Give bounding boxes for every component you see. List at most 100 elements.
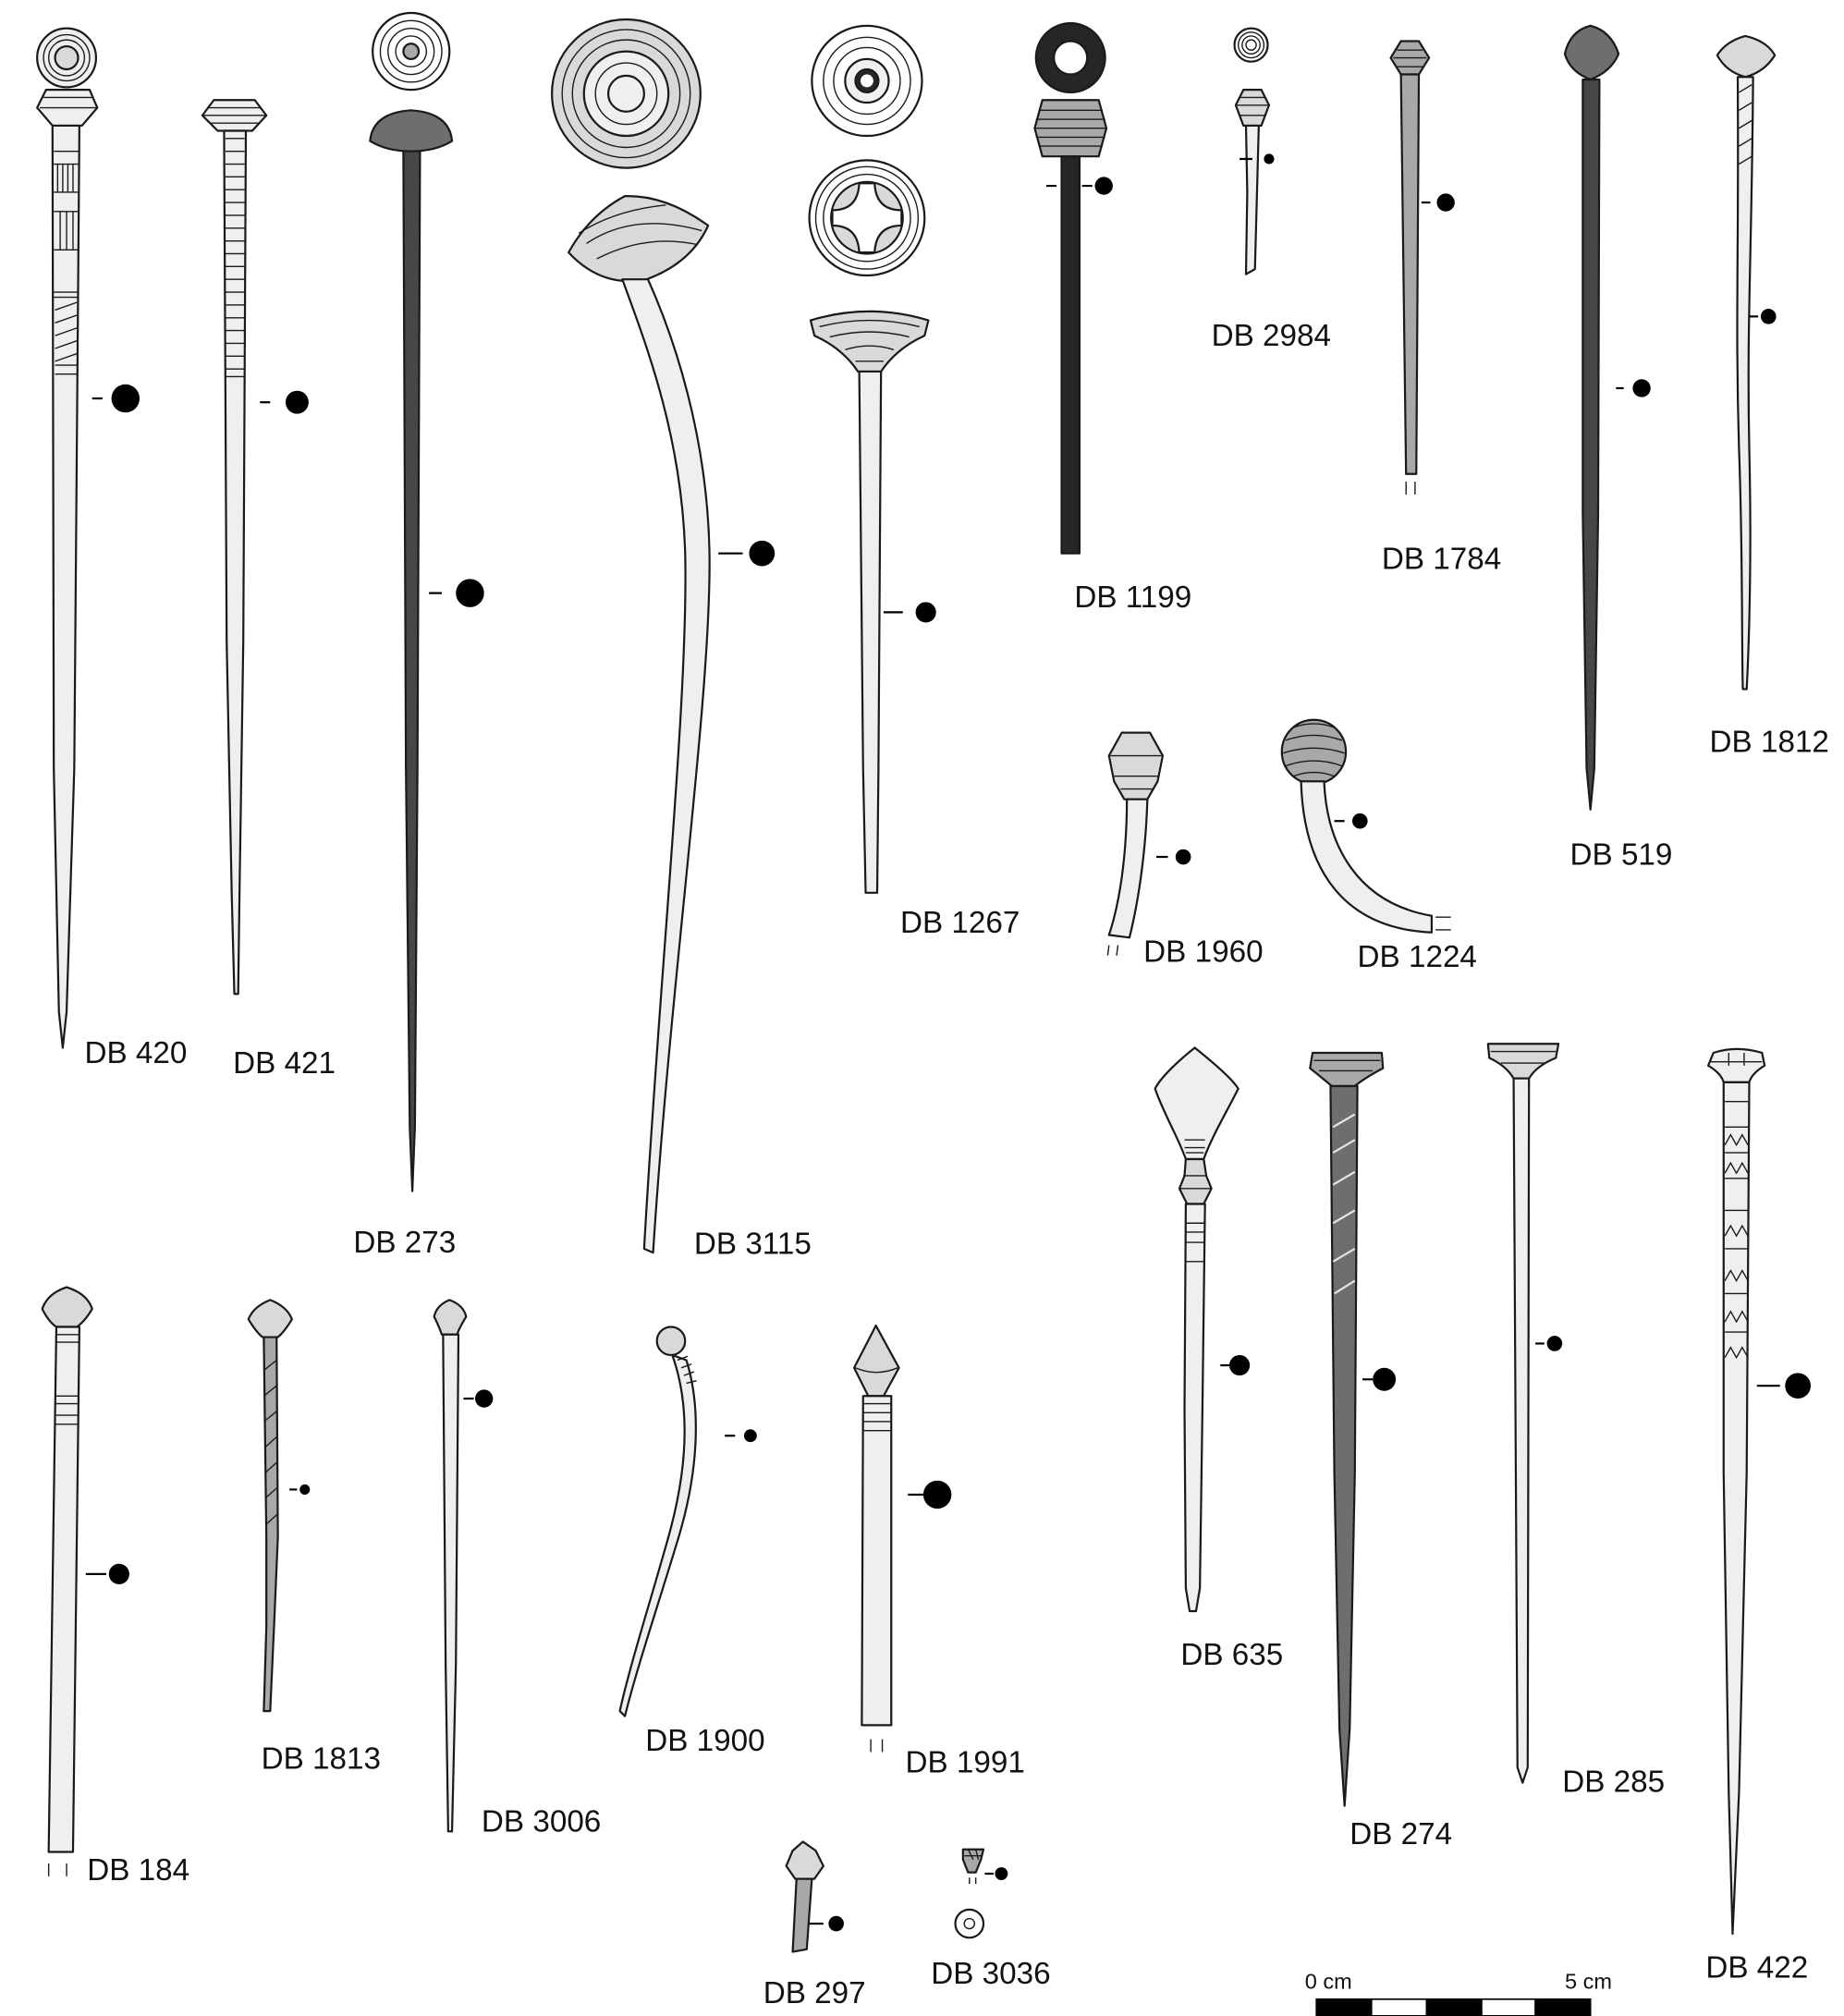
shaft-decoration <box>862 1402 892 1432</box>
pin-head <box>655 1326 687 1357</box>
top-view <box>36 27 98 89</box>
section-dot <box>1352 813 1368 829</box>
pin-label-db-1224: DB 1224 <box>1358 940 1477 974</box>
pin-head <box>41 1286 93 1328</box>
shaft-decoration <box>1185 1222 1205 1263</box>
pin-label-db-2984: DB 2984 <box>1212 319 1331 353</box>
pin-head <box>809 310 930 373</box>
pin-db-297: DB 297 <box>763 1840 866 2010</box>
broken-end-marks <box>1405 482 1416 495</box>
pin-shaft <box>1722 1081 1751 1936</box>
section-dot <box>1436 193 1455 212</box>
pin-db-1224: DB 1224 <box>1280 718 1477 974</box>
section-dot <box>111 384 140 413</box>
head-line <box>578 204 702 260</box>
shaft-decoration <box>1739 84 1752 165</box>
pin-label-db-3115: DB 3115 <box>694 1228 812 1262</box>
pin-shaft <box>1329 1084 1359 1807</box>
top-view-ring <box>561 29 691 159</box>
pin-shaft <box>618 1353 697 1717</box>
top-view-ring <box>387 27 435 76</box>
pin-db-273: DB 273 <box>353 11 484 1260</box>
scale-segment <box>1370 1998 1428 2016</box>
top-view-center <box>402 43 421 61</box>
scale-end-label: 5 cm <box>1565 1970 1612 1994</box>
pin-db-2984: DB 2984 <box>1212 27 1331 353</box>
top-view <box>551 18 702 169</box>
section-dot <box>922 1480 952 1509</box>
pin-head <box>1716 34 1777 79</box>
section-dot <box>995 1867 1008 1880</box>
section-dot <box>1373 1367 1397 1391</box>
pin-label-db-420: DB 420 <box>84 1036 187 1070</box>
pin-shaft <box>1581 78 1601 811</box>
section-dot <box>285 390 309 414</box>
shaft-decoration <box>225 138 245 378</box>
pin-label-db-285: DB 285 <box>1562 1765 1665 1799</box>
pin-db-422: DB 422 <box>1705 1047 1811 1985</box>
pin-shaft <box>1183 1203 1206 1613</box>
top-view-hole <box>1053 40 1089 76</box>
pin-shaft <box>791 1877 813 1953</box>
shaft-twist-decoration <box>263 1359 279 1525</box>
pin-shaft <box>1244 124 1260 275</box>
pin-label-db-274: DB 274 <box>1349 1817 1452 1851</box>
pin-label-db-421: DB 421 <box>233 1046 336 1081</box>
pin-db-3115: DB 3115 <box>551 18 812 1262</box>
head-line <box>855 1367 898 1374</box>
section-dot <box>1094 177 1113 195</box>
head-line <box>39 96 96 109</box>
section-dot <box>828 1915 844 1932</box>
top-view-ring <box>833 46 901 116</box>
pin-db-1199: DB 1199 <box>1033 22 1191 615</box>
pin-label-db-3036: DB 3036 <box>931 1957 1050 1991</box>
pin-label-db-1784: DB 1784 <box>1382 542 1501 576</box>
pin-label-db-184: DB 184 <box>87 1853 189 1888</box>
pin-label-db-297: DB 297 <box>763 1976 866 2010</box>
head-line <box>203 106 265 124</box>
section-dot <box>299 1484 311 1495</box>
scale-bar: 0 cm 5 cm <box>1305 1970 1612 2016</box>
pin-db-519: DB 519 <box>1563 24 1673 872</box>
bottom-view-ring <box>823 173 911 263</box>
section-dot <box>743 1429 757 1443</box>
pin-shaft <box>442 1333 460 1833</box>
pin-head <box>785 1840 824 1880</box>
pin-shaft <box>223 129 248 996</box>
pin-head <box>1154 1046 1240 1161</box>
pin-shaft <box>1399 73 1421 475</box>
pin-db-1784: DB 1784 <box>1382 40 1501 576</box>
head-line <box>1110 754 1162 790</box>
pin-db-1991: DB 1991 <box>852 1324 1025 1780</box>
pin-head <box>852 1324 900 1398</box>
pin-head <box>433 1299 468 1336</box>
pin-shaft <box>1300 780 1434 934</box>
pin-head <box>961 1848 985 1874</box>
section-dot <box>1632 379 1651 397</box>
pin-db-274: DB 274 <box>1309 1051 1452 1851</box>
pin-head <box>1280 718 1348 786</box>
pin-shaft <box>1060 155 1081 555</box>
neck-ridges <box>677 1355 697 1385</box>
top-view-ring <box>571 39 681 149</box>
pin-shaft <box>263 1336 279 1713</box>
scale-segment <box>1315 1998 1373 2016</box>
pin-head <box>1707 1047 1766 1083</box>
top-view-ring <box>43 33 91 82</box>
section-dot <box>1546 1336 1563 1351</box>
top-view-ring <box>594 62 658 126</box>
head-line <box>1034 109 1106 147</box>
pin-label-db-1960: DB 1960 <box>1143 935 1263 970</box>
pin-label-db-1991: DB 1991 <box>905 1746 1024 1780</box>
pin-db-184: DB 184 <box>41 1286 189 1888</box>
top-view-center <box>861 74 873 88</box>
pin-db-1900: DB 1900 <box>618 1326 765 1758</box>
head-line <box>1490 1050 1557 1064</box>
broken-end-marks <box>969 1877 977 1885</box>
scale-segment <box>1534 1998 1592 2016</box>
bottom-view <box>808 159 926 277</box>
pin-shaft <box>621 278 711 1254</box>
pin-label-db-519: DB 519 <box>1570 837 1673 872</box>
pin-label-db-1812: DB 1812 <box>1710 725 1829 759</box>
